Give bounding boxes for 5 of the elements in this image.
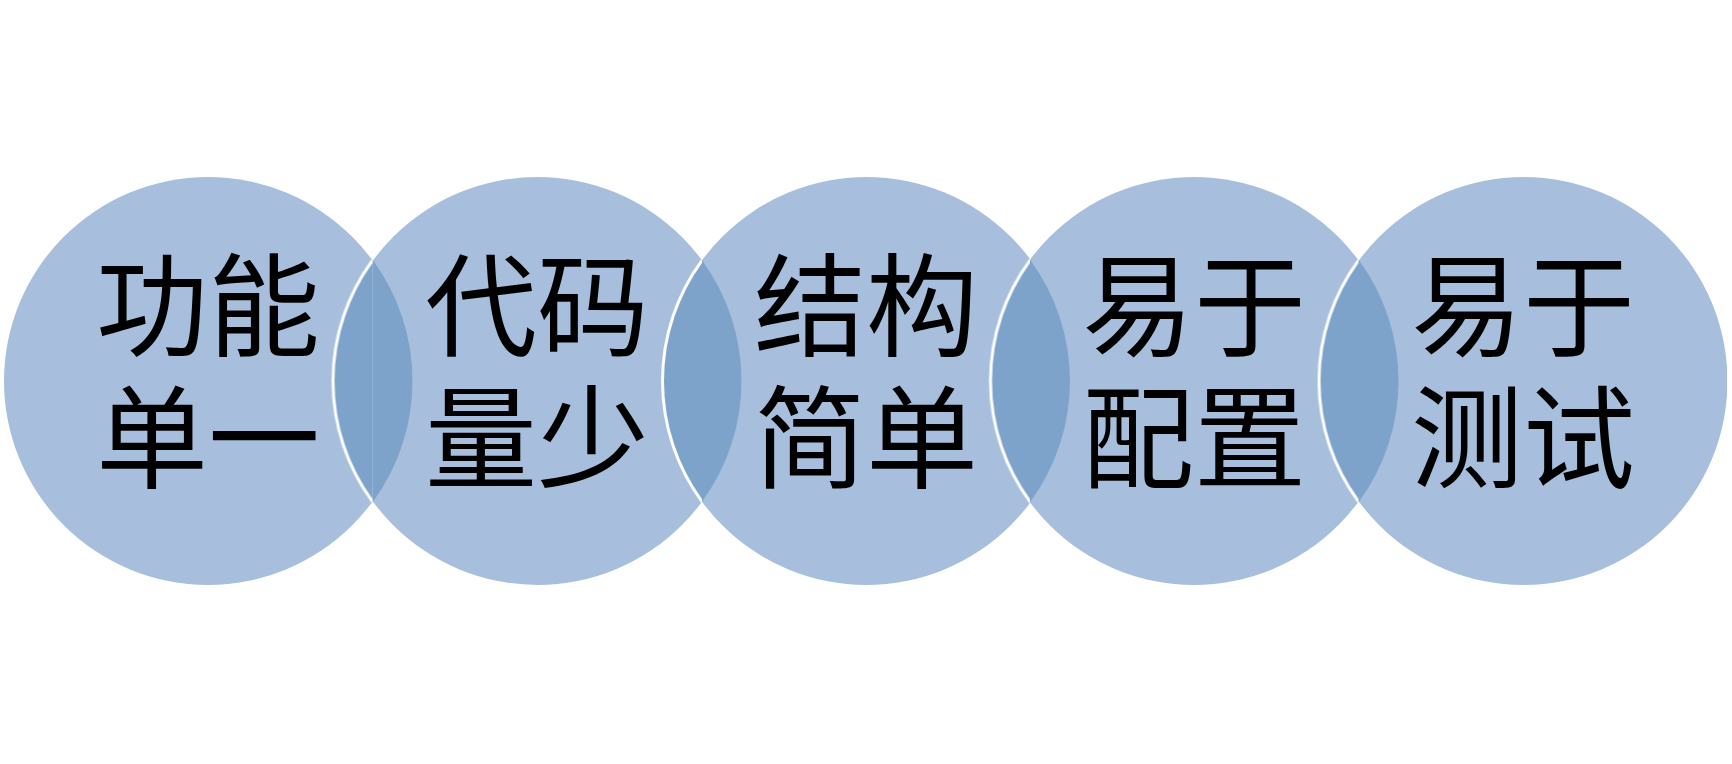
node-text: 易于测试 [1410, 243, 1636, 507]
node-text: 易于配置 [1081, 243, 1307, 507]
node-text: 代码量少 [424, 243, 650, 507]
node-text: 功能单一 [95, 243, 321, 507]
node-text: 结构简单 [753, 243, 979, 507]
